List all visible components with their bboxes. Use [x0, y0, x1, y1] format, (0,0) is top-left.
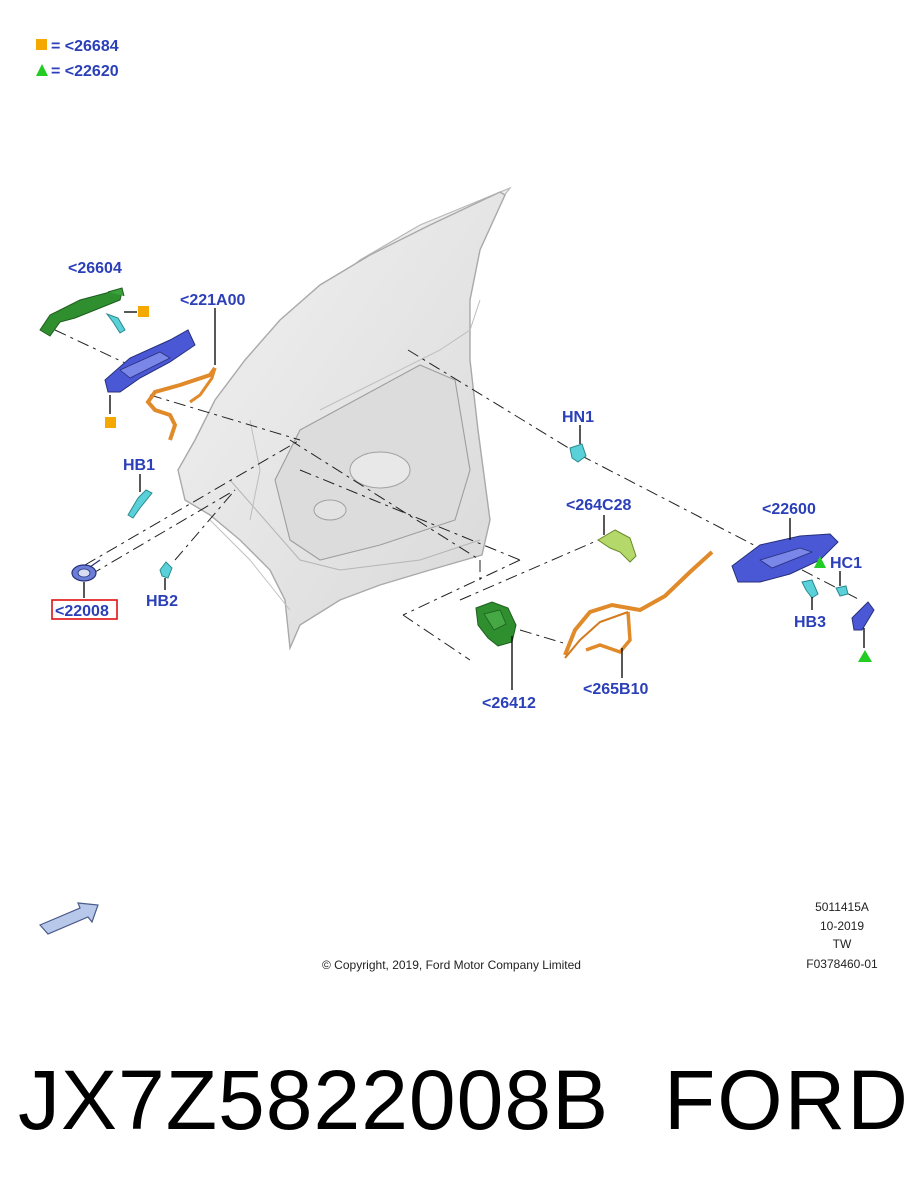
- legend-item-26684: = <26684: [51, 38, 119, 55]
- callout-26412[interactable]: <26412: [482, 695, 536, 712]
- grommet-22008: [71, 559, 101, 582]
- clip-HB1: [127, 489, 153, 519]
- exploded-parts-diagram: = <26684 = <22620: [36, 38, 878, 972]
- green-triangle-icon: [858, 650, 872, 662]
- part-number: JX7Z5822008B: [18, 1053, 610, 1147]
- clip-HN1: [569, 443, 587, 463]
- callout-HB1[interactable]: HB1: [123, 457, 155, 474]
- bracket-264C28: [597, 529, 637, 563]
- green-triangle-icon: [814, 556, 826, 568]
- callout-264C28[interactable]: <264C28: [566, 497, 631, 514]
- callout-HB3[interactable]: HB3: [794, 614, 826, 631]
- callout-HB2[interactable]: HB2: [146, 593, 178, 610]
- copyright-text: © Copyright, 2019, Ford Motor Company Li…: [322, 958, 581, 972]
- cable-221A00: [145, 366, 217, 441]
- illustration-date: 10-2019: [820, 919, 864, 933]
- inside-handle-22600: [731, 533, 839, 583]
- callout-26604[interactable]: <26604: [68, 260, 122, 277]
- handle-bracket: [104, 329, 196, 393]
- screw-HB3: [801, 579, 819, 599]
- cable-265B10: [563, 550, 714, 659]
- callout-221A00[interactable]: <221A00: [180, 292, 245, 309]
- callout-22600[interactable]: <22600: [762, 501, 816, 518]
- brand-name: FORD: [664, 1053, 910, 1147]
- green-triangle-icon: [36, 64, 48, 76]
- handle-bezel-cover: [851, 601, 875, 631]
- handle-screw: [105, 312, 126, 334]
- assembly-guide-lines: [54, 329, 861, 661]
- orange-square-icon: [36, 39, 47, 50]
- illustration-region: TW: [833, 937, 852, 951]
- orange-square-icon: [138, 306, 149, 317]
- door-latch-26412: [475, 601, 517, 647]
- legend-item-22620: = <22620: [51, 63, 119, 80]
- callout-HN1[interactable]: HN1: [562, 409, 594, 426]
- callout-265B10[interactable]: <265B10: [583, 681, 648, 698]
- clip-HB2: [159, 561, 173, 579]
- callout-22008[interactable]: <22008: [55, 603, 109, 620]
- clip-HC1: [835, 585, 849, 597]
- highlight-box: [51, 599, 118, 620]
- callout-HC1[interactable]: HC1: [830, 555, 862, 572]
- door-panel: [177, 186, 512, 651]
- orange-square-icon: [105, 417, 116, 428]
- figure-number: F0378460-01: [806, 957, 878, 971]
- illustration-code: 5011415A: [815, 900, 869, 914]
- legend: = <26684 = <22620: [36, 38, 119, 80]
- outside-handle-26604: [39, 287, 125, 337]
- front-arrow-icon: [38, 902, 99, 935]
